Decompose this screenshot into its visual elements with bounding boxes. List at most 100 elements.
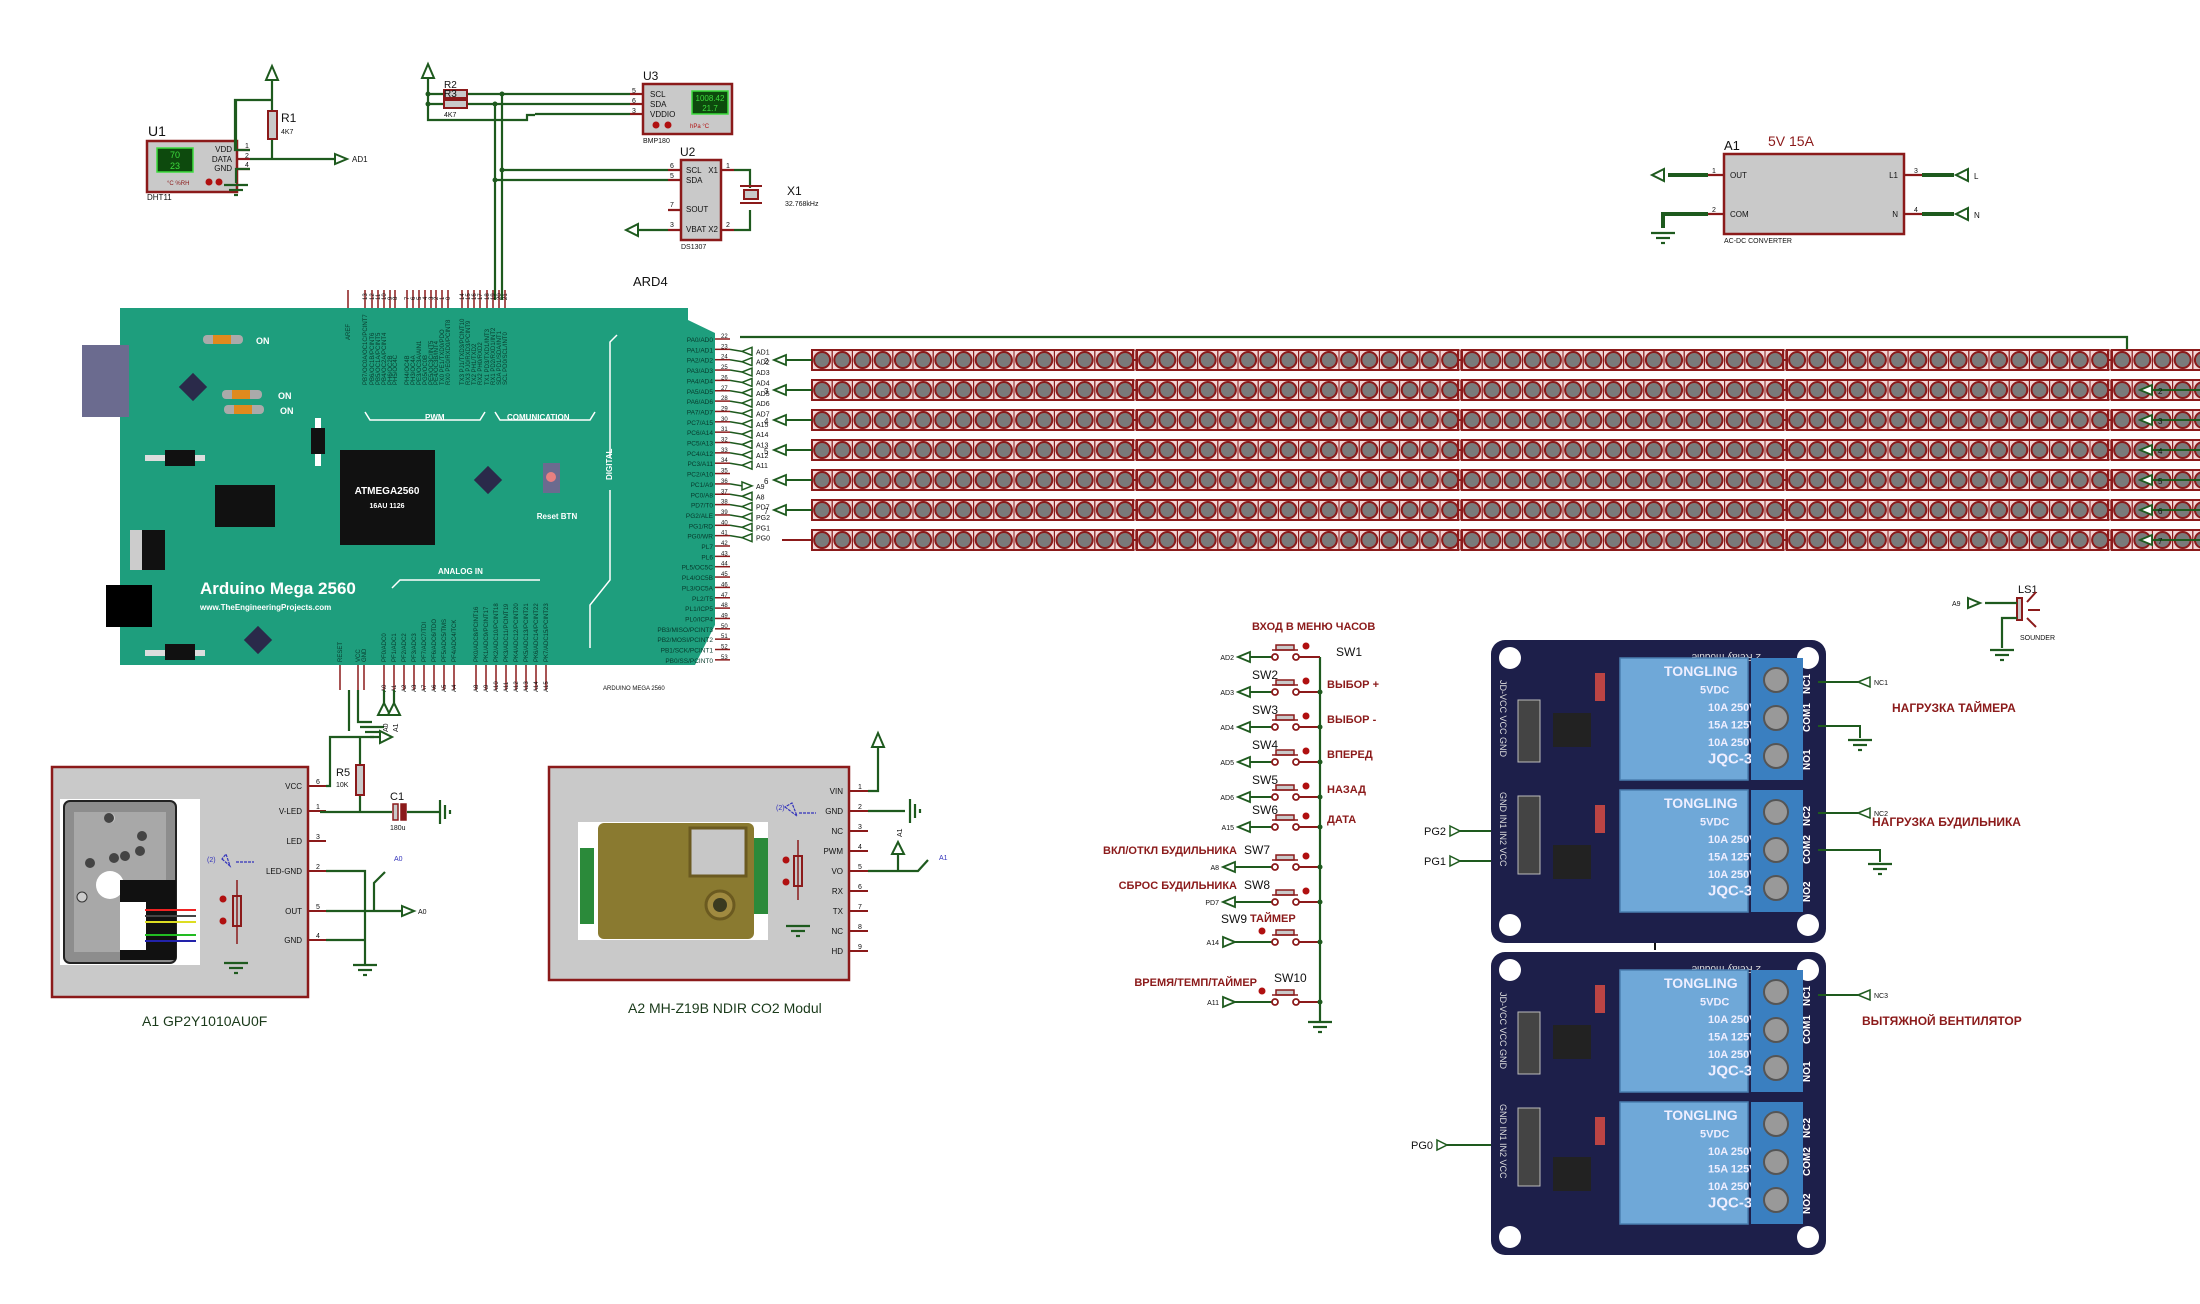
screw-terminal[interactable] xyxy=(1763,837,1789,863)
led xyxy=(974,471,993,489)
bmp180-sensor[interactable]: U3 SCL SDA VDDIO 5 6 3 1008.42 21.7 hPa … xyxy=(632,69,734,145)
switch-press-button[interactable] xyxy=(1302,812,1310,820)
pin-number: 25 xyxy=(721,365,728,371)
pin-label: PH6/OC2B xyxy=(388,355,394,385)
screw-terminal[interactable] xyxy=(1763,979,1789,1005)
net-label: A0 xyxy=(383,723,390,732)
switch-press-button[interactable] xyxy=(1302,712,1310,720)
switch-press-button[interactable] xyxy=(1258,927,1266,935)
switch-press-button[interactable] xyxy=(1302,782,1310,790)
net-flag-icon xyxy=(739,429,753,440)
led xyxy=(1685,441,1704,459)
led xyxy=(2050,351,2069,369)
screw-terminal[interactable] xyxy=(1763,1055,1789,1081)
screw-terminal[interactable] xyxy=(1763,799,1789,825)
pin-label: VDDIO xyxy=(650,110,675,119)
screw-terminal[interactable] xyxy=(1763,1111,1789,1137)
screw-terminal[interactable] xyxy=(1763,667,1789,693)
net-flag-icon xyxy=(2137,413,2153,427)
switch-press-button[interactable] xyxy=(1258,987,1266,995)
net-label: 5 xyxy=(764,447,769,456)
led xyxy=(1075,441,1094,459)
net-label: A14 xyxy=(1207,940,1220,947)
ac-dc-converter[interactable]: A1 5V 15A OUT COM L1 N 1 2 3 4 AC-DC CON… xyxy=(1712,133,1918,245)
net-flag-icon xyxy=(739,460,753,471)
dht11-inc-button[interactable] xyxy=(215,178,223,186)
led xyxy=(1990,501,2009,519)
switch-press-button[interactable] xyxy=(1302,677,1310,685)
pin-label: PA6/AD6 xyxy=(687,399,714,406)
pot-inc-button[interactable] xyxy=(782,878,790,886)
pin-number: 4 xyxy=(423,296,429,300)
led xyxy=(1685,471,1704,489)
led xyxy=(1929,471,1948,489)
pin-number: 9 xyxy=(858,944,862,951)
atmega-chip xyxy=(340,450,435,545)
switch-press-button[interactable] xyxy=(1302,887,1310,895)
led xyxy=(1116,501,1135,519)
relay-jd-label: JD-VCC VCC GND xyxy=(1498,680,1508,758)
led xyxy=(1259,411,1278,429)
led xyxy=(1380,441,1399,459)
pin-number: 12 xyxy=(370,293,376,300)
terminal-label: NC1 xyxy=(1802,674,1813,694)
dht11-dec-button[interactable] xyxy=(205,178,213,186)
led xyxy=(1543,471,1562,489)
net-flag-icon xyxy=(739,397,753,409)
led xyxy=(2010,471,2029,489)
switch-press-button[interactable] xyxy=(1302,852,1310,860)
pot-inc-button[interactable] xyxy=(219,917,227,925)
led xyxy=(1624,411,1643,429)
screw-terminal[interactable] xyxy=(1763,1187,1789,1213)
arduino-mega-board[interactable]: ARD4 ON ON ON ATMEGA2560 16AU 1126 Reset… xyxy=(82,274,770,692)
reset-button[interactable] xyxy=(546,472,556,482)
led xyxy=(1198,471,1217,489)
ds1307-rtc[interactable]: U2 SCL SDA SOUT VBAT X1 X2 6 5 7 3 1 2 D… xyxy=(670,145,730,251)
bmp180-dec-button[interactable] xyxy=(652,121,660,129)
led xyxy=(813,471,832,489)
screw-terminal[interactable] xyxy=(1763,1017,1789,1043)
net-label: PG1 xyxy=(756,525,770,532)
net-flag-icon xyxy=(379,729,395,745)
led xyxy=(954,471,973,489)
led xyxy=(1990,351,2009,369)
led xyxy=(1116,471,1135,489)
r2-r3-resistors: R2 R3 4K7 xyxy=(443,80,468,119)
led xyxy=(1279,531,1298,549)
switch-press-button[interactable] xyxy=(1302,642,1310,650)
net-label: A8 xyxy=(756,494,765,501)
led xyxy=(1035,501,1054,519)
led xyxy=(1218,531,1237,549)
net-label: PG2 xyxy=(1424,826,1446,838)
pot-dec-button[interactable] xyxy=(782,856,790,864)
dht11-sensor[interactable]: U1 70 23 °C %RH VDD DATA GND 1 2 4 DHT11 xyxy=(145,123,250,202)
pin-number: 30 xyxy=(721,417,728,423)
screw-terminal[interactable] xyxy=(1763,705,1789,731)
led xyxy=(1949,531,1968,549)
r3-ref: R3 xyxy=(444,89,457,100)
pot-dec-button[interactable] xyxy=(219,895,227,903)
screw-terminal[interactable] xyxy=(1763,875,1789,901)
screw-terminal[interactable] xyxy=(1763,743,1789,769)
pin-label: VDD xyxy=(215,145,232,154)
pin-label: PH4/OC4B xyxy=(405,355,411,385)
bmp180-inc-button[interactable] xyxy=(664,121,672,129)
screw-terminal[interactable] xyxy=(1763,1149,1789,1175)
bmp180-part: BMP180 xyxy=(643,138,670,145)
sounder-ls1[interactable]: LS1 SOUNDER xyxy=(2016,584,2055,642)
switch-press-button[interactable] xyxy=(1302,747,1310,755)
